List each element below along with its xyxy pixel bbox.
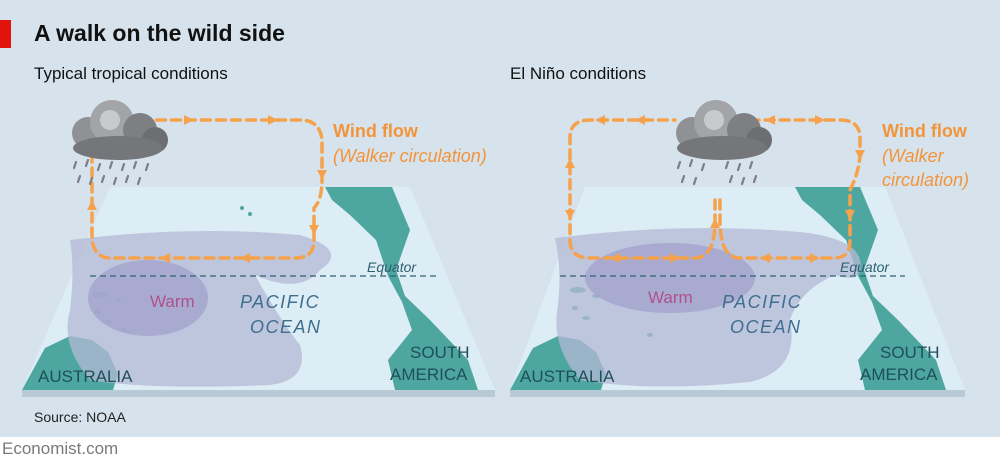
economist-brand-link[interactable]: Economist.com: [2, 439, 119, 458]
equator-label: Equator: [367, 259, 417, 275]
warm-pool-core: [88, 260, 208, 336]
walker-label-line2: circulation): [882, 170, 969, 190]
typical-conditions-diagram: Equator Warm PACIFIC OCEAN AUSTRALIA SOU…: [22, 100, 495, 397]
footer-band: [0, 437, 1000, 464]
equator-label: Equator: [840, 259, 890, 275]
warm-label: Warm: [648, 288, 693, 307]
plane-edge: [510, 390, 965, 397]
el-nino-conditions-diagram: Equator Warm PACIFIC OCEAN AUSTRALIA SOU…: [510, 100, 969, 397]
walker-circulation-label: (Walker circulation): [333, 146, 487, 166]
flow-arrowheads: [87, 115, 327, 263]
plane-edge: [22, 390, 495, 397]
storm-cloud-icon: [72, 100, 168, 160]
warm-pool-core: [585, 243, 755, 313]
wind-flow-label: Wind flow: [882, 121, 968, 141]
walker-label-line1: (Walker: [882, 146, 945, 166]
walker-circulation-loop: [90, 118, 324, 260]
south-america-label-line1: SOUTH: [880, 343, 940, 362]
australia-label: AUSTRALIA: [520, 367, 615, 386]
storm-cloud-icon: [676, 100, 772, 160]
australia-label: AUSTRALIA: [38, 367, 133, 386]
chart-title: A walk on the wild side: [34, 20, 285, 46]
ocean-label-line2: OCEAN: [730, 317, 802, 337]
ocean-label-line1: PACIFIC: [722, 292, 802, 312]
ocean-label-line2: OCEAN: [250, 317, 322, 337]
wind-flow-label: Wind flow: [333, 121, 419, 141]
south-america-label-line1: SOUTH: [410, 343, 470, 362]
south-america-landmass: [795, 187, 946, 390]
flow-arrowheads: [565, 115, 865, 263]
source-note: Source: NOAA: [34, 409, 126, 425]
walker-cell-west: [568, 118, 717, 260]
rain-icon: [72, 158, 150, 186]
rain-icon: [676, 158, 758, 186]
ocean-label-line1: PACIFIC: [240, 292, 320, 312]
south-america-label-line2: AMERICA: [390, 365, 468, 384]
south-america-label-line2: AMERICA: [860, 365, 938, 384]
panel-left-subtitle: Typical tropical conditions: [34, 64, 228, 83]
south-america-landmass: [325, 187, 478, 390]
warm-label: Warm: [150, 292, 195, 311]
brand-red-bar: [0, 20, 11, 48]
panel-right-subtitle: El Niño conditions: [510, 64, 647, 83]
